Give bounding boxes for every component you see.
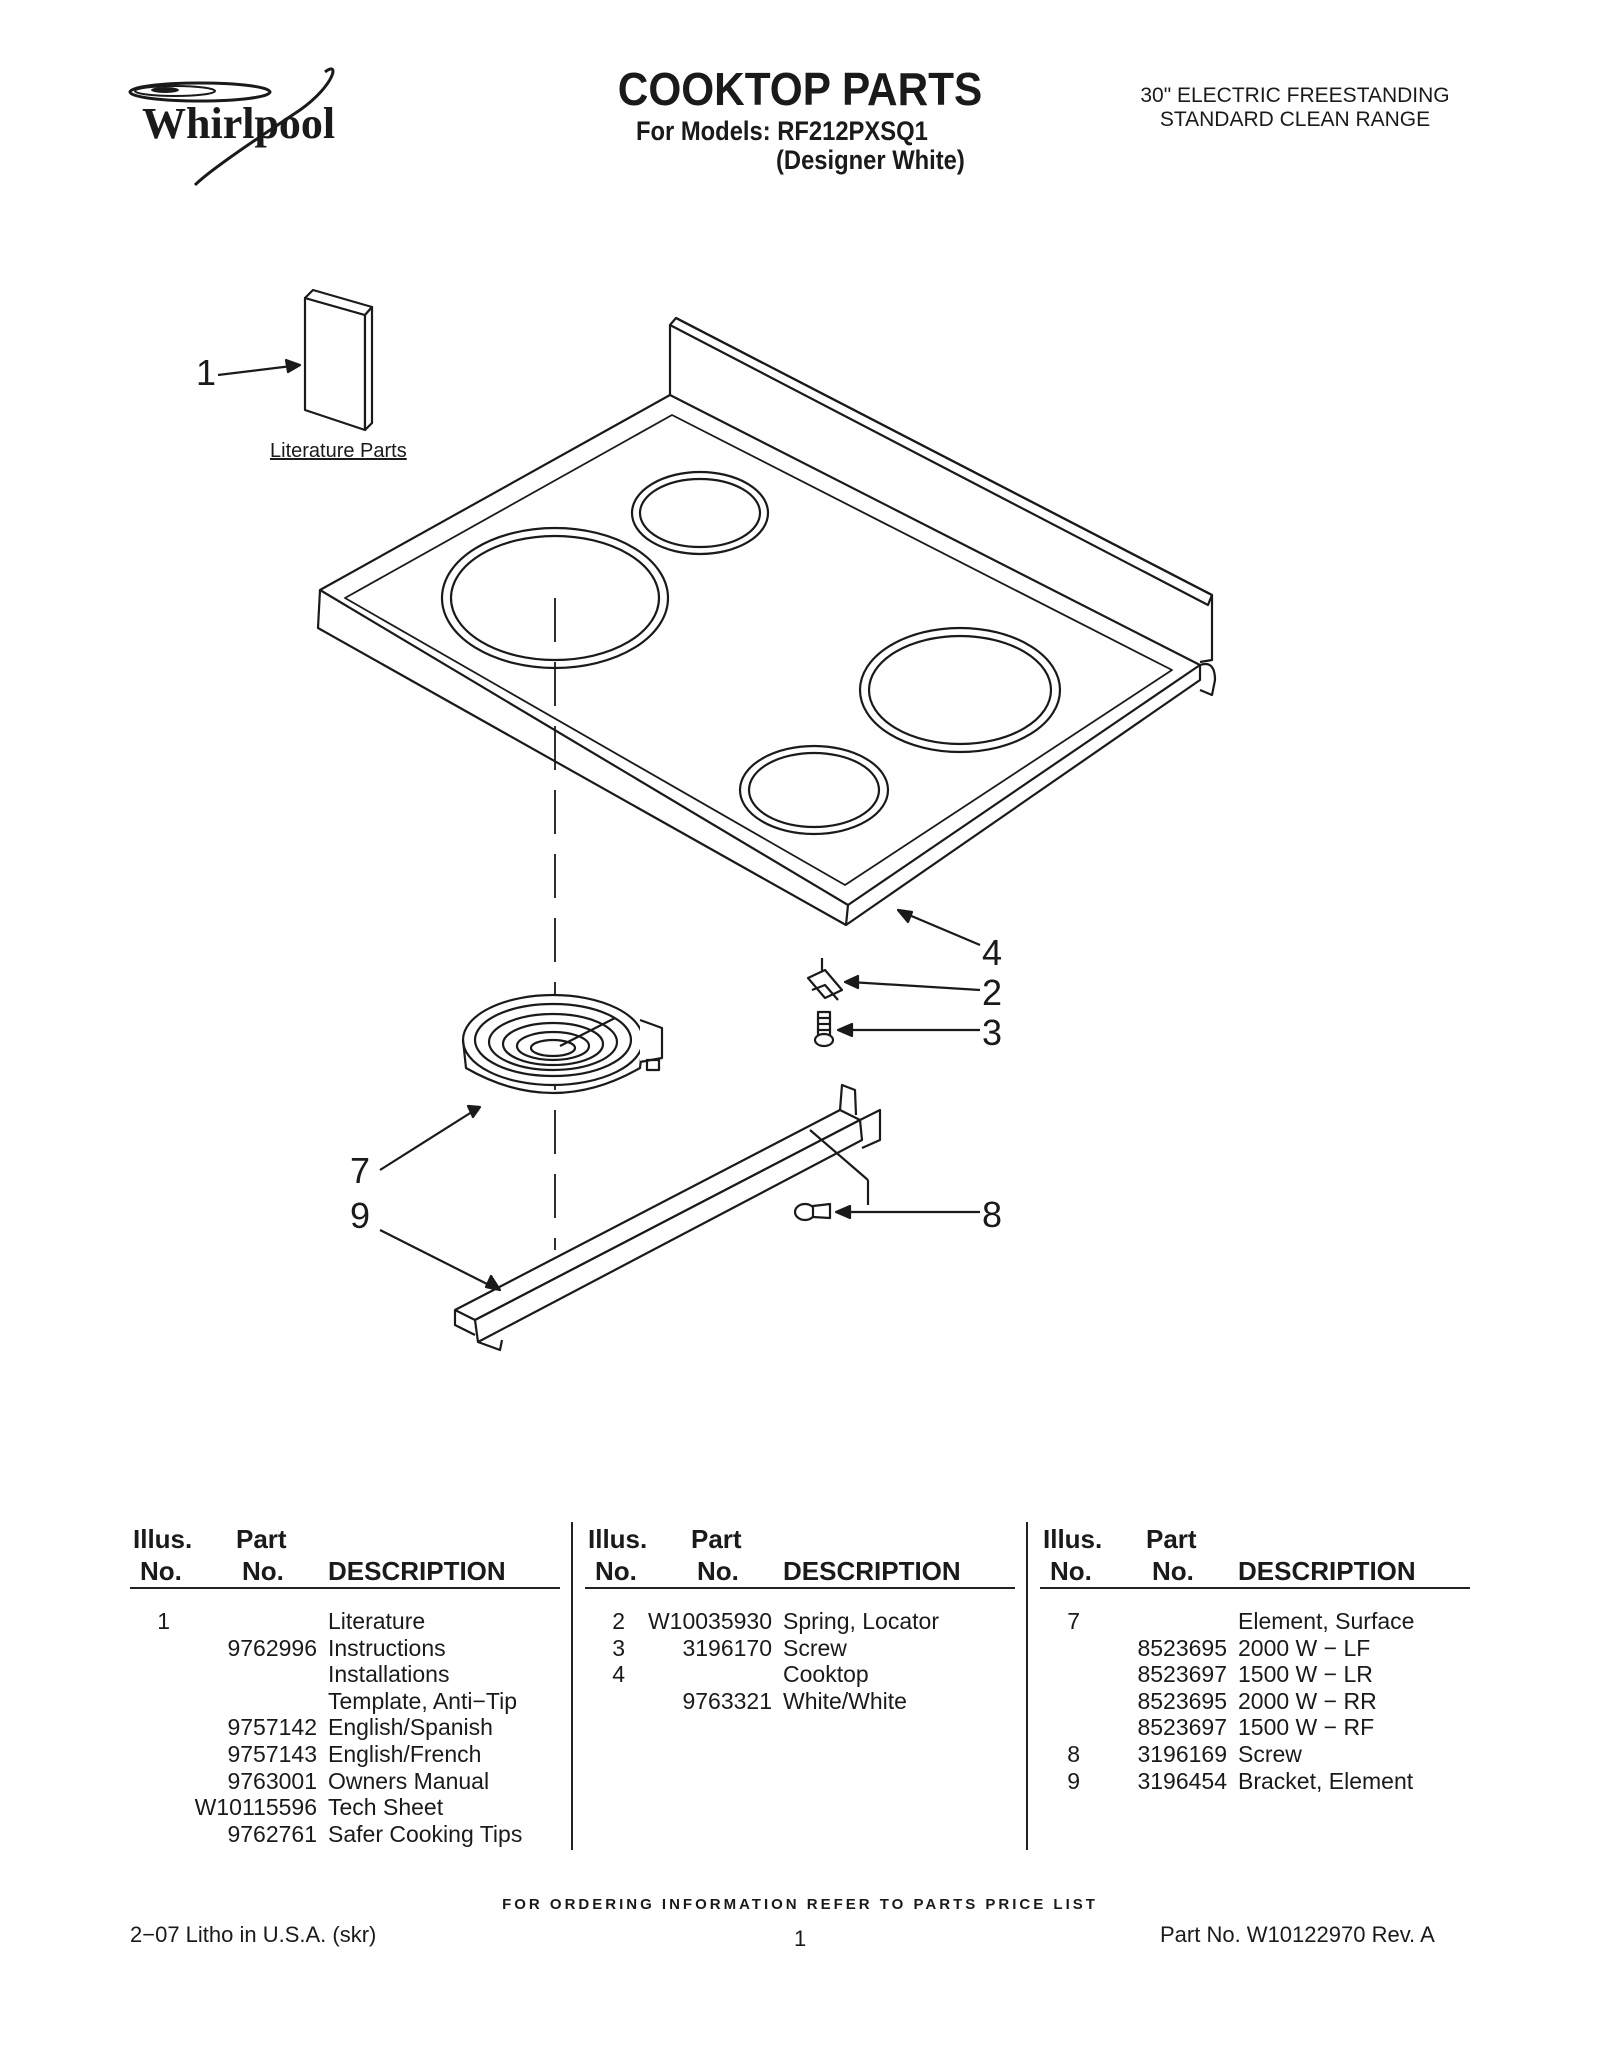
description-header: DESCRIPTION (1238, 1556, 1416, 1586)
part-number-cell: 8523697 (1137, 1661, 1227, 1688)
callout-4: 4 (982, 932, 1003, 973)
part-description: English/French (328, 1741, 482, 1767)
part-header-line-2: No. (1152, 1556, 1194, 1586)
part-number-cell: 8523695 (1137, 1634, 1227, 1661)
callout-7: 7 (350, 1150, 371, 1191)
illus-header-line-2: No. (140, 1556, 182, 1586)
part-number-cell: 9757143 (227, 1741, 317, 1767)
part-number-cell: 3196454 (1137, 1767, 1227, 1794)
model-number: For Models: RF212PXSQ1 (636, 116, 928, 146)
part-description: English/Spanish (328, 1714, 493, 1741)
part-description: 1500 W − RF (1238, 1714, 1375, 1741)
bracket-element-drawing (453, 1083, 882, 1352)
part-header-line-1: Part (236, 1524, 287, 1554)
part-description: Safer Cooking Tips (328, 1820, 523, 1847)
part-description: Screw (783, 1634, 847, 1661)
illus-number: 1 (157, 1608, 170, 1634)
part-number-cell: 9757142 (227, 1714, 317, 1741)
part-description: White/White (783, 1687, 907, 1714)
litho-info: 2−07 Litho in U.S.A. (skr) (130, 1922, 377, 1947)
part-number-cell: W10035930 (647, 1608, 772, 1634)
header-rule (585, 1587, 1015, 1589)
illus-number: 4 (612, 1661, 625, 1688)
part-description: Screw (1238, 1741, 1302, 1767)
part-description: Cooktop (783, 1661, 869, 1688)
part-header-line-2: No. (697, 1556, 739, 1586)
part-description: Instructions (328, 1634, 446, 1661)
part-number-cell: 3196170 (682, 1634, 772, 1661)
illus-header-line-1: Illus. (1043, 1524, 1103, 1554)
ordering-note: FOR ORDERING INFORMATION REFER TO PARTS … (502, 1896, 1098, 1913)
illus-number: 7 (1067, 1608, 1080, 1634)
part-number-cell: W10115596 (194, 1794, 317, 1821)
literature-booklet-drawing (303, 288, 374, 432)
illus-header-line-1: Illus. (588, 1524, 648, 1554)
part-description: Bracket, Element (1238, 1767, 1414, 1794)
cooktop-drawing (316, 316, 1217, 927)
part-description: Template, Anti−Tip (328, 1687, 517, 1714)
part-number-cell: 9762761 (227, 1820, 317, 1847)
literature-parts-label: Literature Parts (270, 440, 407, 462)
part-description: Owners Manual (328, 1767, 490, 1794)
spring-locator-drawing (806, 958, 844, 1001)
callout-2: 2 (982, 972, 1003, 1013)
description-header: DESCRIPTION (328, 1556, 506, 1586)
header-rule (1040, 1587, 1470, 1589)
illus-header-line-1: Illus. (133, 1524, 193, 1554)
screw-3-drawing (813, 1010, 835, 1048)
screw-8-drawing (793, 1202, 832, 1222)
part-number-cell: 8523697 (1137, 1714, 1227, 1741)
brand-logo: Whirlpool (142, 99, 336, 148)
callout-9: 9 (350, 1195, 371, 1236)
page-number: 1 (794, 1926, 807, 1951)
illus-number: 8 (1067, 1741, 1080, 1767)
part-description: Element, Surface (1238, 1608, 1415, 1634)
part-description: 1500 W − LR (1238, 1661, 1373, 1688)
range-type-line-1: 30" ELECTRIC FREESTANDING (1140, 84, 1450, 107)
illus-number: 3 (612, 1634, 625, 1661)
callout-1: 1 (196, 352, 217, 393)
part-number-cell: 9763001 (227, 1767, 317, 1794)
illus-header-line-2: No. (595, 1556, 637, 1586)
part-number-cell: 8523695 (1137, 1687, 1227, 1714)
part-number: Part No. W10122970 Rev. A (1160, 1922, 1435, 1947)
illus-header-line-2: No. (1050, 1556, 1092, 1586)
page-title: COOKTOP PARTS (617, 63, 983, 115)
column-divider (571, 1522, 573, 1850)
part-description: 2000 W − LF (1238, 1634, 1371, 1661)
illus-number: 9 (1067, 1767, 1080, 1794)
part-number-cell: 9763321 (682, 1687, 772, 1714)
part-number-cell: 9762996 (227, 1634, 317, 1661)
illus-number: 2 (612, 1608, 625, 1634)
surface-element-drawing (461, 993, 664, 1095)
part-description: Spring, Locator (783, 1608, 939, 1634)
part-description: Installations (328, 1661, 450, 1688)
description-header: DESCRIPTION (783, 1556, 961, 1586)
part-header-line-1: Part (1146, 1524, 1197, 1554)
callout-3: 3 (982, 1012, 1003, 1053)
part-description: 2000 W − RR (1238, 1687, 1377, 1714)
part-number-cell: 3196169 (1137, 1741, 1227, 1767)
part-header-line-1: Part (691, 1524, 742, 1554)
part-description: Tech Sheet (328, 1794, 444, 1821)
part-header-line-2: No. (242, 1556, 284, 1586)
column-divider (1026, 1522, 1028, 1850)
part-description: Literature (328, 1608, 426, 1634)
model-color: (Designer White) (776, 145, 965, 175)
callout-8: 8 (982, 1194, 1003, 1235)
range-type-line-2: STANDARD CLEAN RANGE (1159, 108, 1431, 131)
header-rule (130, 1587, 560, 1589)
